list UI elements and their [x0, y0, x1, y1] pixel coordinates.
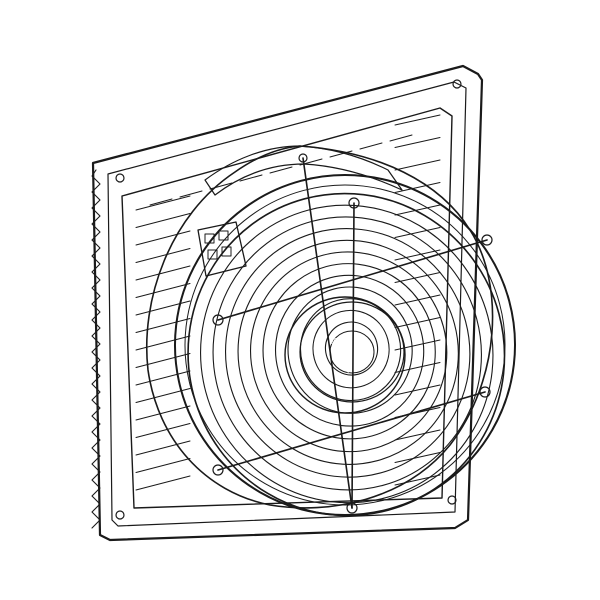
- guard-spoke: [351, 202, 355, 509]
- guard-ring: [187, 192, 506, 517]
- terminal-screw-icon: [218, 230, 229, 241]
- grille-slat: [394, 474, 441, 486]
- grille-slat: [135, 370, 191, 386]
- guard-ring: [324, 321, 379, 376]
- grille-slat: [135, 195, 191, 211]
- finger-guard: [187, 157, 506, 517]
- guard-ring: [274, 274, 425, 427]
- filter-housing: [91, 64, 484, 542]
- grille-slat: [135, 423, 191, 438]
- guard-spoke: [217, 239, 488, 321]
- motor-label-line: A: [346, 368, 353, 375]
- motor-label-line: Hz: [340, 357, 349, 365]
- grille-slat: [135, 440, 191, 456]
- grille-slat: [394, 182, 441, 193]
- housing-outer-frame: [91, 64, 484, 542]
- guard-ring: [225, 228, 471, 478]
- guard-ring: [200, 204, 494, 504]
- grille-slat: [394, 227, 441, 238]
- grille-slat: [329, 150, 353, 158]
- grille-slat: [239, 174, 263, 182]
- screw-icon: [481, 234, 493, 246]
- grille-slat: [389, 134, 413, 142]
- screw-icon: [115, 173, 125, 183]
- screw-icon: [479, 386, 491, 398]
- screw-icon: [452, 79, 462, 89]
- guard-ring: [262, 263, 436, 440]
- grille-slat: [269, 166, 293, 174]
- grille-slat: [394, 429, 441, 441]
- terminal-screw-icon: [207, 249, 218, 260]
- grille-slat: [135, 405, 191, 421]
- grille-slat: [394, 249, 441, 261]
- grille-slat: [135, 283, 191, 298]
- guard-spoke: [302, 157, 353, 509]
- grille-slat: [135, 335, 191, 351]
- grille-slat: [135, 353, 191, 368]
- grille-slat: [135, 248, 191, 263]
- grille-slat: [149, 198, 173, 206]
- filter-grille-slats: [135, 114, 441, 491]
- motor-label-line: V: [334, 349, 340, 356]
- screw-icon: [447, 495, 457, 505]
- grille-slat: [394, 384, 441, 396]
- guard-ring: [312, 309, 390, 389]
- grille-slat: [394, 159, 441, 171]
- grille-slat: [394, 272, 441, 283]
- grille-slat: [135, 230, 191, 246]
- grille-slat: [135, 300, 191, 316]
- grille-slat: [135, 213, 191, 228]
- shroud-front-rim-inner: [184, 184, 506, 506]
- grille-slat: [135, 265, 191, 281]
- guard-ring: [299, 298, 402, 402]
- guard-ring: [287, 286, 413, 414]
- housing-serrated-edge: [91, 169, 101, 529]
- grille-slat: [394, 317, 441, 328]
- guard-ring: [237, 239, 459, 465]
- fan-shroud: [145, 145, 516, 516]
- grille-slat: [135, 458, 191, 473]
- grille-slat: [394, 452, 441, 463]
- housing-recess: [121, 107, 453, 509]
- grille-slat: [179, 190, 203, 198]
- screw-icon: [212, 464, 224, 476]
- grille-slat: [394, 339, 441, 351]
- terminal-block-body: [197, 221, 247, 277]
- grille-slat: [359, 142, 383, 150]
- grille-slat: [135, 475, 191, 491]
- housing-corner-screws: [115, 79, 462, 520]
- grille-slat: [394, 137, 441, 148]
- grille-slat: [394, 294, 441, 306]
- guard-spoke: [217, 391, 486, 471]
- grille-slat: [135, 318, 191, 333]
- guard-ring: [249, 251, 448, 453]
- screw-icon: [115, 510, 125, 520]
- grille-slat: [394, 114, 441, 126]
- grille-slat: [394, 204, 441, 216]
